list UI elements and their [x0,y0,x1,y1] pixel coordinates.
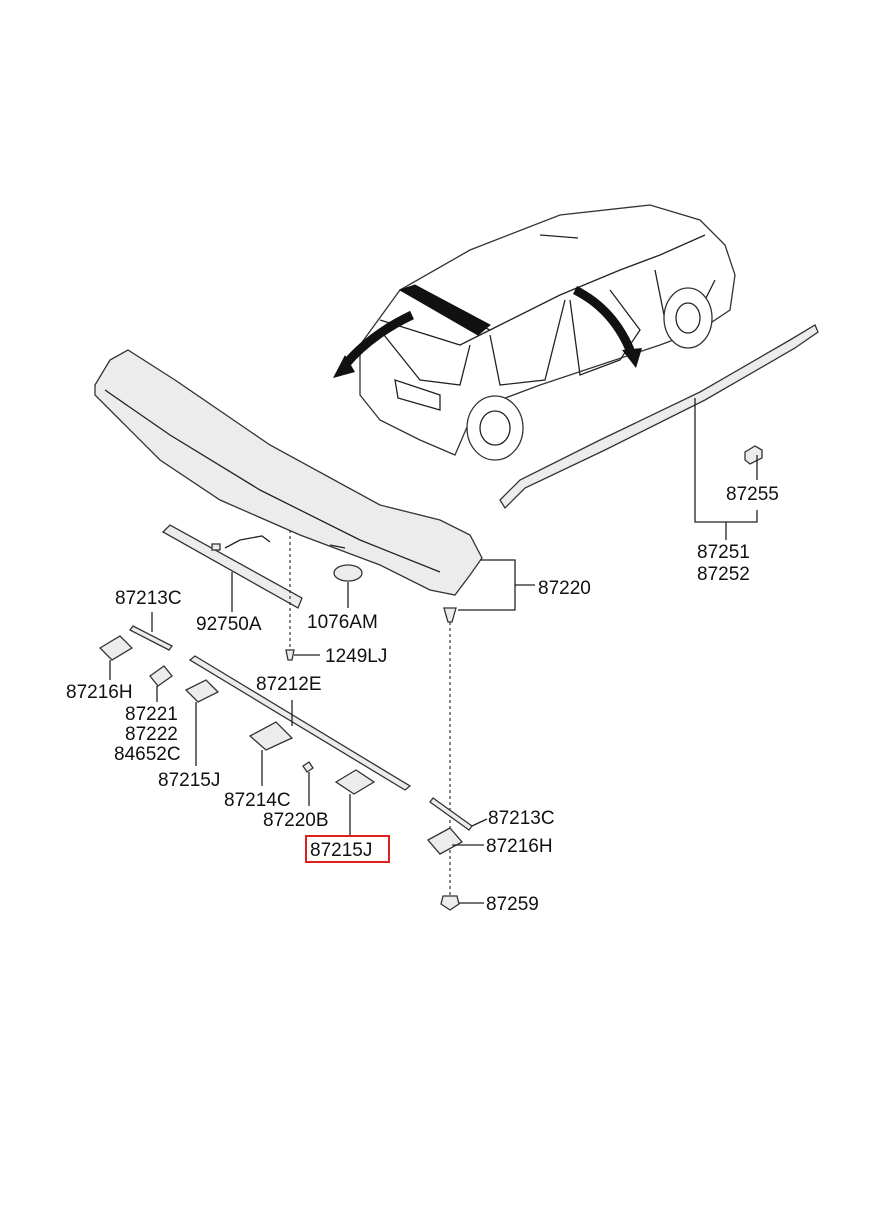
car-illustration [333,204,736,461]
stop-lamp-92750A [161,524,303,609]
clip-87255 [744,445,763,465]
strip-87213C-top [129,625,173,651]
label-87255[interactable]: 87255 [726,484,779,505]
label-1076AM[interactable]: 1076AM [307,612,378,633]
label-87214C[interactable]: 87214C [224,790,291,811]
leader-lines [109,398,758,904]
label-87220B[interactable]: 87220B [263,810,329,831]
label-87259[interactable]: 87259 [486,894,539,915]
label-87212E[interactable]: 87212E [256,674,322,695]
pad-87216H-right [426,827,464,855]
strip-87212E [188,655,412,791]
label-87252[interactable]: 87252 [697,564,750,585]
rear-spoiler-87220 [94,349,483,596]
screw-1249LJ [285,649,295,661]
grommet-1076AM [333,564,363,582]
pad-87221 [149,665,173,687]
label-87213C-top[interactable]: 87213C [115,588,182,609]
nut-87259 [440,895,460,911]
label-87222[interactable]: 87222 [125,724,178,745]
stud-bolt [443,607,457,623]
piece-87220B [302,761,314,773]
roof-rail [499,324,819,510]
label-1249LJ[interactable]: 1249LJ [325,646,387,667]
pad-87216H-left [98,635,134,661]
clip-87215J-left [184,679,220,703]
label-87215J-left[interactable]: 87215J [158,770,220,791]
label-87215J-highlight[interactable]: 87215J [310,840,372,861]
label-87216H-left[interactable]: 87216H [66,682,133,703]
label-87221[interactable]: 87221 [125,704,178,725]
pad-87214C [248,721,294,751]
label-84652C[interactable]: 84652C [114,744,181,765]
label-87251[interactable]: 87251 [697,542,750,563]
highlight-box [305,835,390,863]
clip-87215J-highlight [334,769,376,795]
label-92750A[interactable]: 92750A [196,614,262,635]
label-87220[interactable]: 87220 [538,578,591,599]
strip-87213C-right [429,797,473,831]
label-87216H-right[interactable]: 87216H [486,836,553,857]
label-87213C-right[interactable]: 87213C [488,808,555,829]
